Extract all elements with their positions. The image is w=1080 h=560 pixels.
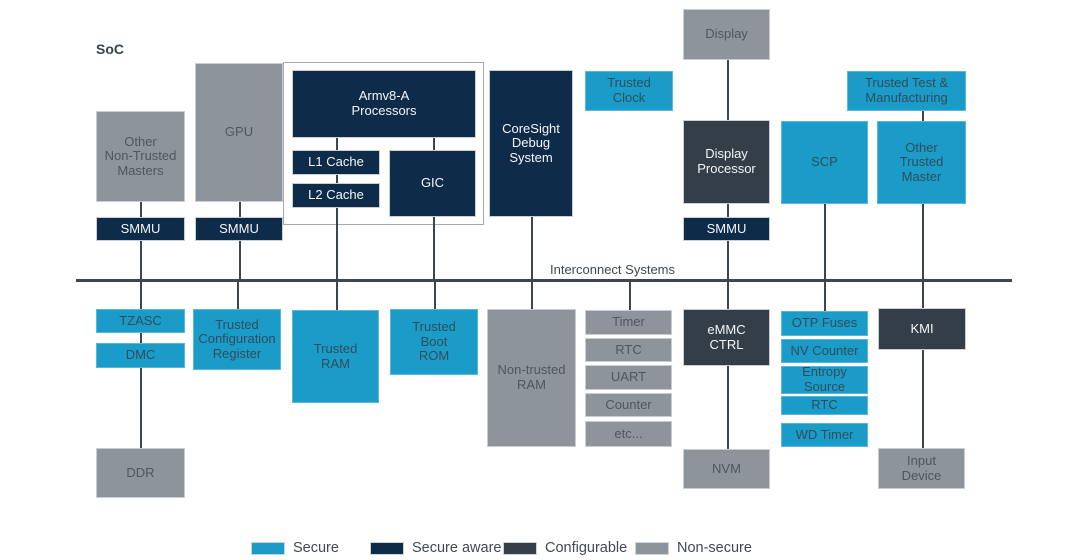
connector-line: [140, 333, 142, 343]
smmu-masters: SMMU: [96, 217, 185, 241]
connector-line: [336, 208, 338, 281]
connector-line: [824, 204, 826, 281]
trusted-test-manufacturing: Trusted Test & Manufacturing: [847, 71, 966, 111]
secure_aware-swatch: [370, 541, 404, 555]
kmi: KMI: [878, 308, 966, 350]
connector-line: [531, 281, 533, 309]
trusted-ram: Trusted RAM: [292, 310, 379, 403]
non-trusted-ram: Non-trusted RAM: [487, 309, 576, 447]
connector-line: [237, 281, 239, 309]
connector-line: [434, 281, 436, 309]
connector-line: [336, 138, 338, 150]
connector-line: [336, 281, 338, 310]
tzasc: TZASC: [96, 309, 185, 333]
connector-line: [531, 217, 533, 281]
connector-line: [727, 366, 729, 449]
connector-line: [922, 204, 924, 281]
legend-label: Secure: [293, 540, 339, 556]
counter: Counter: [585, 393, 672, 417]
nv-counter: NV Counter: [781, 339, 868, 363]
l2-cache: L2 Cache: [292, 183, 380, 208]
ddr: DDR: [96, 448, 185, 498]
connector-line: [922, 111, 924, 121]
connector-line: [239, 241, 241, 281]
armv8-cluster-outline: [283, 62, 484, 225]
l1-cache: L1 Cache: [292, 150, 380, 175]
connector-line: [140, 241, 142, 281]
configurable-swatch: [503, 541, 537, 555]
other-trusted-master: Other Trusted Master: [877, 121, 966, 204]
otp-fuses: OTP Fuses: [781, 311, 868, 336]
display-processor: Display Processor: [683, 120, 770, 204]
entropy-source: Entropy Source: [781, 365, 868, 394]
trusted-configuration-register: Trusted Configuration Register: [193, 309, 281, 370]
display: Display: [683, 9, 770, 60]
connector-line: [922, 350, 924, 448]
coresight-debug-system: CoreSight Debug System: [489, 70, 573, 217]
connector-line: [239, 202, 241, 217]
wd-timer: WD Timer: [781, 423, 868, 447]
interconnect-bus-line: [76, 279, 1012, 282]
non_secure-swatch: [635, 541, 669, 555]
connector-line: [336, 175, 338, 183]
smmu-display: SMMU: [683, 217, 770, 241]
connector-line: [140, 368, 142, 448]
rtc-peripheral: RTC: [585, 338, 672, 362]
scp: SCP: [781, 121, 868, 204]
connector-line: [140, 281, 142, 309]
connector-line: [824, 281, 826, 311]
legend-item-configurable: Configurable: [503, 536, 627, 560]
legend-label: Configurable: [545, 540, 628, 556]
other-non-trusted-masters: Other Non-Trusted Masters: [96, 111, 185, 202]
legend-label: Secure aware: [412, 540, 502, 556]
legend: Secure Secure aware Configurable Non-secure: [0, 536, 1080, 560]
gic: GIC: [389, 150, 476, 217]
legend-item-non_secure: Non-secure: [635, 536, 752, 560]
etc: etc...: [585, 421, 672, 447]
connector-line: [727, 281, 729, 309]
rtc-secure: RTC: [781, 396, 868, 415]
interconnect-label: Interconnect Systems: [550, 262, 675, 277]
dmc: DMC: [96, 343, 185, 368]
connector-line: [433, 138, 435, 150]
connector-line: [727, 204, 729, 217]
trusted-clock: Trusted Clock: [585, 71, 673, 111]
emmc-ctrl: eMMC CTRL: [683, 309, 770, 366]
uart: UART: [585, 365, 672, 390]
gpu: GPU: [195, 63, 283, 202]
soc-label: SoC: [96, 41, 124, 57]
connector-line: [140, 202, 142, 217]
connector-line: [629, 281, 631, 310]
connector-line: [433, 217, 435, 281]
connector-line: [727, 241, 729, 281]
input-device: Input Device: [878, 448, 965, 489]
nvm: NVM: [683, 449, 770, 489]
trusted-boot-rom: Trusted Boot ROM: [390, 309, 478, 375]
smmu-gpu: SMMU: [195, 217, 283, 241]
timer: Timer: [585, 310, 672, 335]
legend-item-secure_aware: Secure aware: [370, 536, 501, 560]
legend-label: Non-secure: [677, 540, 752, 556]
connector-line: [727, 60, 729, 120]
connector-line: [922, 281, 924, 308]
legend-item-secure: Secure: [251, 536, 339, 560]
armv8-processors: Armv8-A Processors: [292, 70, 476, 138]
secure-swatch: [251, 541, 285, 555]
